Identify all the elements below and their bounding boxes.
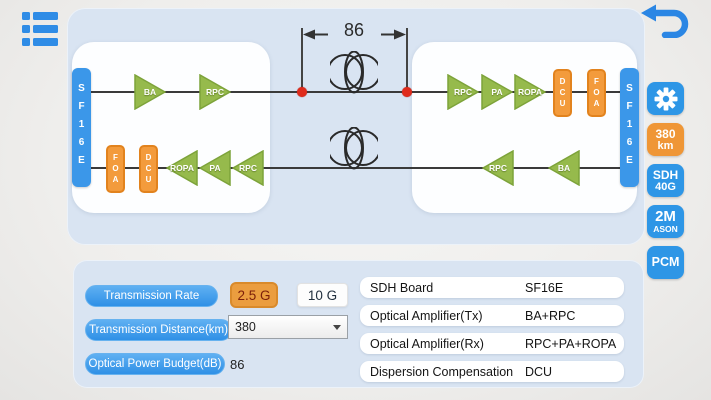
button-line1: 2M: [655, 208, 676, 226]
module-foa-right-rx: FOA: [587, 69, 606, 117]
amplifier-label: BA: [557, 163, 571, 173]
result-label: Optical Amplifier(Tx): [370, 308, 483, 323]
button-line1: SDH: [652, 167, 679, 182]
amplifier-label: RPC: [239, 163, 257, 173]
amplifier-ba-right-tx: BA: [548, 150, 580, 186]
chevron-down-icon: [333, 324, 341, 330]
button-label: 10 G: [307, 287, 338, 303]
back-return-button[interactable]: [641, 2, 691, 39]
dimension-arrow-left-icon: [303, 28, 329, 46]
result-row-dispersion: Dispersion Compensation DCU: [360, 361, 624, 382]
amplifier-pa-right-rx: PA: [481, 74, 513, 110]
distance-380km-button[interactable]: 380 km: [647, 123, 684, 156]
result-value: SF16E: [525, 280, 564, 295]
settings-button[interactable]: [647, 82, 684, 115]
result-value: BA+RPC: [525, 308, 576, 323]
fiber-joint-dot-right: [402, 87, 412, 97]
span-distance-label: 86: [343, 20, 365, 40]
amplifier-label: PA: [491, 87, 503, 97]
menu-list-icon[interactable]: [22, 10, 58, 48]
dimension-arrow-right-icon: [380, 28, 406, 46]
distance-select[interactable]: 380: [228, 315, 348, 339]
amplifier-ropa-left-rx: ROPA: [166, 150, 198, 186]
amplifier-ropa-right-rx: ROPA: [514, 74, 546, 110]
result-row-sdh-board: SDH Board SF16E: [360, 277, 624, 298]
amplifier-label: RPC: [454, 87, 472, 97]
left-station-box: [72, 42, 270, 213]
button-line2: km: [657, 139, 674, 152]
result-row-amp-rx: Optical Amplifier(Rx) RPC+PA+ROPA: [360, 333, 624, 354]
amplifier-label: RPC: [206, 87, 224, 97]
button-line2: ASON: [653, 224, 678, 235]
right-station-box: [412, 42, 637, 213]
amplifier-label: BA: [143, 87, 157, 97]
result-value: DCU: [525, 364, 553, 379]
amplifier-label: ROPA: [170, 163, 194, 173]
amplifier-rpc-right-tx: RPC: [482, 150, 514, 186]
pill-text: Transmission Rate: [103, 290, 200, 302]
pcm-button[interactable]: PCM: [647, 246, 684, 279]
module-dcu-left-rx: DCU: [139, 145, 158, 193]
pill-text: Optical Power Budget(dB): [88, 358, 222, 370]
selected-option: 380: [235, 320, 256, 334]
result-label: Optical Amplifier(Rx): [370, 336, 484, 351]
2m-ason-button[interactable]: 2M ASON: [647, 205, 684, 238]
amplifier-rpc-left-rx: RPC: [232, 150, 264, 186]
left-sdh-board: SF16E: [72, 68, 91, 187]
rate-10g-button[interactable]: 10 G: [297, 283, 348, 307]
sdh-40g-button[interactable]: SDH 40G: [647, 164, 684, 197]
amplifier-rpc-right-rx: RPC: [447, 74, 479, 110]
fiber-coil-top-icon: [327, 50, 381, 100]
amplifier-label: ROPA: [518, 87, 542, 97]
fiber-coil-bottom-icon: [327, 126, 381, 176]
budget-value: 86: [230, 353, 244, 375]
transmission-rate-label: Transmission Rate: [85, 285, 218, 307]
budget-value-text: 86: [230, 356, 245, 372]
amplifier-label: RPC: [489, 163, 507, 173]
amplifier-pa-left-rx: PA: [199, 150, 231, 186]
result-value: RPC+PA+ROPA: [525, 336, 617, 351]
amplifier-label: PA: [209, 163, 221, 173]
button-line1: 380: [655, 126, 676, 141]
pill-text: Transmission Distance(km): [89, 324, 228, 336]
optical-power-budget-label: Optical Power Budget(dB): [85, 353, 225, 375]
result-row-amp-tx: Optical Amplifier(Tx) BA+RPC: [360, 305, 624, 326]
module-dcu-right-rx: DCU: [553, 69, 572, 117]
gear-icon: [654, 87, 677, 110]
amplifier-ba-left-tx: BA: [134, 74, 166, 110]
transmission-distance-label: Transmission Distance(km): [85, 319, 232, 341]
button-label: PCM: [651, 255, 680, 270]
right-sdh-board: SF16E: [620, 68, 639, 187]
fiber-joint-dot-left: [297, 87, 307, 97]
result-label: Dispersion Compensation: [370, 364, 514, 379]
dimension-line-left: [301, 28, 303, 88]
amplifier-rpc-left-tx: RPC: [199, 74, 231, 110]
dimension-line-right: [406, 28, 408, 88]
button-line2: 40G: [655, 180, 676, 193]
module-foa-left-rx: FOA: [106, 145, 125, 193]
button-label: 2.5 G: [237, 287, 271, 303]
rate-2-5g-button[interactable]: 2.5 G: [230, 282, 278, 308]
result-label: SDH Board: [370, 280, 434, 295]
